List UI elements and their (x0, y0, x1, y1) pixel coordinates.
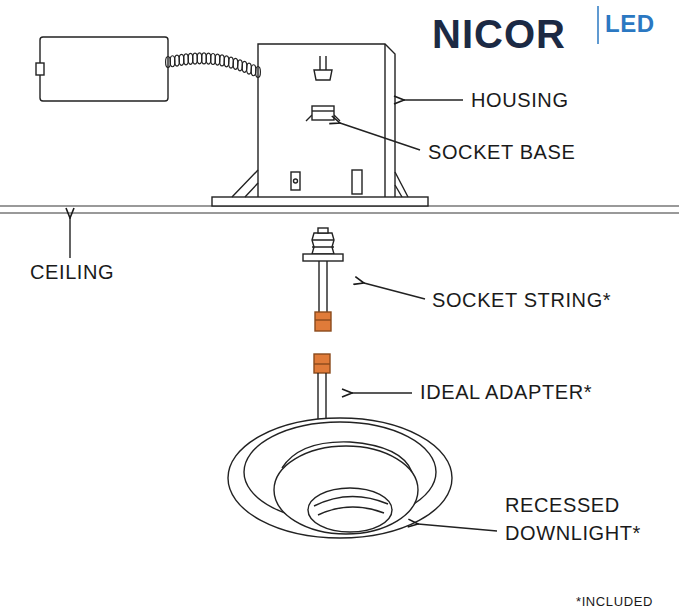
screw-thread (312, 240, 334, 247)
screw-collar (303, 254, 343, 261)
socket-base-rim (312, 110, 334, 111)
housing-edge (384, 44, 385, 199)
screw-base (312, 233, 334, 254)
part-label: RECESSED DOWNLIGHT* (505, 491, 670, 547)
screw-tip (318, 228, 328, 233)
can-bracket (291, 172, 300, 190)
gimbal-eyeball (274, 446, 418, 534)
socket-base (312, 106, 334, 120)
ceiling-line (0, 212, 679, 213)
leader-arrow (404, 99, 463, 100)
brand-suffix: LED (605, 8, 655, 40)
socket-string-wire (319, 261, 327, 313)
downlight-lens (308, 488, 392, 532)
footnote: *INCLUDED (576, 594, 653, 610)
part-label: HOUSING (471, 86, 569, 114)
downlight-trim (228, 418, 452, 538)
can-bracket (352, 170, 362, 194)
connector-male (315, 312, 331, 331)
leader-arrow (364, 283, 425, 299)
housing-can (258, 44, 395, 199)
part-label: CEILING (30, 258, 114, 286)
housing-flange (212, 197, 428, 206)
leader-arrow (418, 524, 497, 531)
housing-brace (395, 172, 408, 197)
logo-divider (597, 6, 599, 44)
connector-band (315, 319, 331, 320)
part-label: SOCKET STRING* (432, 286, 611, 314)
part-label: SOCKET BASE (428, 138, 575, 166)
junction-tab (36, 63, 44, 75)
part-label: IDEAL ADAPTER* (420, 378, 592, 406)
connector-female (314, 354, 330, 373)
leader-arrow (340, 123, 420, 150)
conduit-coil (256, 67, 261, 78)
can-bracket-screw (294, 179, 298, 183)
connector-band (314, 363, 330, 364)
lens-facet (314, 496, 388, 515)
leader-arrow (69, 218, 70, 258)
flex-conduit (166, 53, 261, 78)
socket-wires (314, 56, 332, 80)
housing-brace (232, 170, 258, 197)
junction-box (40, 37, 168, 101)
adapter-wire (318, 373, 326, 420)
brand-logo: NICOR (432, 10, 566, 58)
gimbal-rim (282, 442, 412, 472)
leader-arrow (352, 392, 412, 393)
